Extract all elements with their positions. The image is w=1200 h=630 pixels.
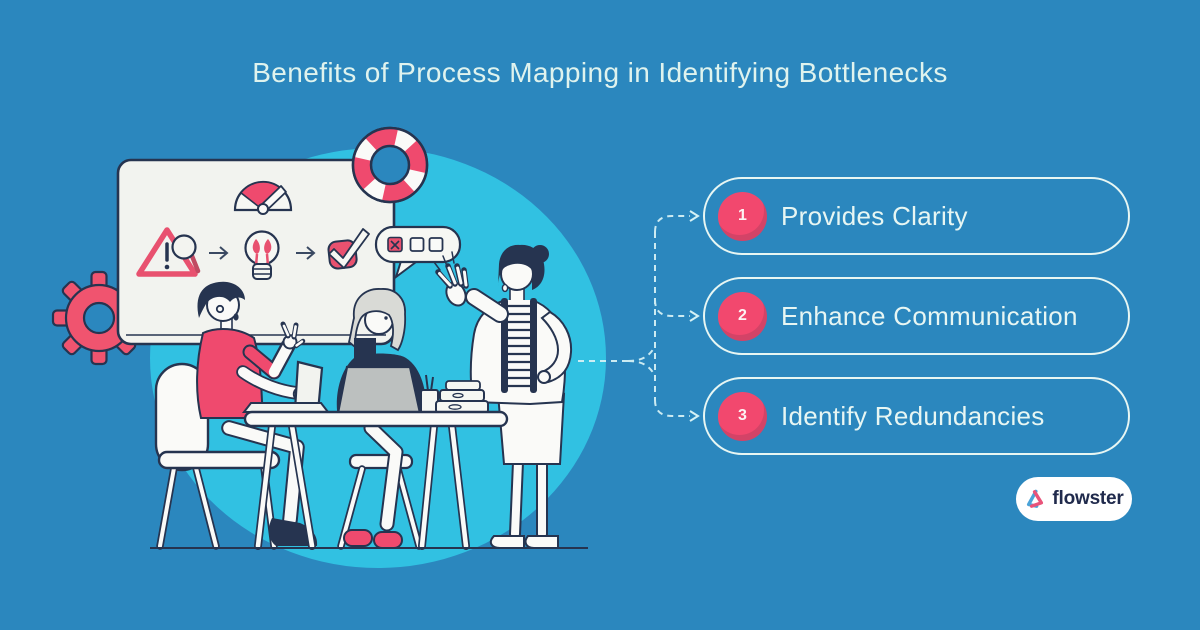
benefit-card-1: 1 Provides Clarity bbox=[703, 177, 1130, 255]
person-standing-presenter bbox=[433, 244, 573, 549]
benefit-number-badge-3: 3 bbox=[718, 391, 767, 441]
lightbulb-icon bbox=[244, 230, 280, 280]
desk bbox=[243, 410, 509, 550]
chair bbox=[154, 362, 281, 550]
magnifier-icon bbox=[171, 234, 201, 274]
flow-arrow-icon bbox=[209, 246, 316, 260]
pen-cup bbox=[420, 374, 439, 414]
benefit-card-2: 2 Enhance Communication bbox=[703, 277, 1130, 355]
book-stack bbox=[435, 380, 489, 414]
gauge-icon bbox=[233, 180, 293, 215]
benefit-card-3: 3 Identify Redundancies bbox=[703, 377, 1130, 455]
laptop-white bbox=[241, 360, 331, 414]
connector-lines bbox=[578, 215, 690, 417]
benefit-label-3: Identify Redundancies bbox=[781, 400, 1045, 431]
laptop-gray bbox=[336, 365, 422, 415]
benefit-label-1: Provides Clarity bbox=[781, 200, 968, 231]
flowster-logo: flowster bbox=[1016, 477, 1132, 521]
checkmark-icon bbox=[327, 228, 370, 270]
speech-bubble-checklist bbox=[374, 225, 462, 280]
page-title: Benefits of Process Mapping in Identifyi… bbox=[252, 57, 948, 88]
lifebuoy-icon bbox=[351, 126, 429, 204]
benefit-number-badge-1: 1 bbox=[718, 191, 767, 241]
connector-arrowheads bbox=[689, 210, 700, 422]
benefit-number-badge-2: 2 bbox=[718, 291, 767, 341]
benefit-label-2: Enhance Communication bbox=[781, 300, 1078, 331]
striped-top bbox=[501, 298, 537, 393]
motion-lines bbox=[433, 251, 455, 271]
flowster-logo-icon bbox=[1027, 489, 1044, 508]
flowster-logo-text: flowster bbox=[1052, 488, 1124, 509]
